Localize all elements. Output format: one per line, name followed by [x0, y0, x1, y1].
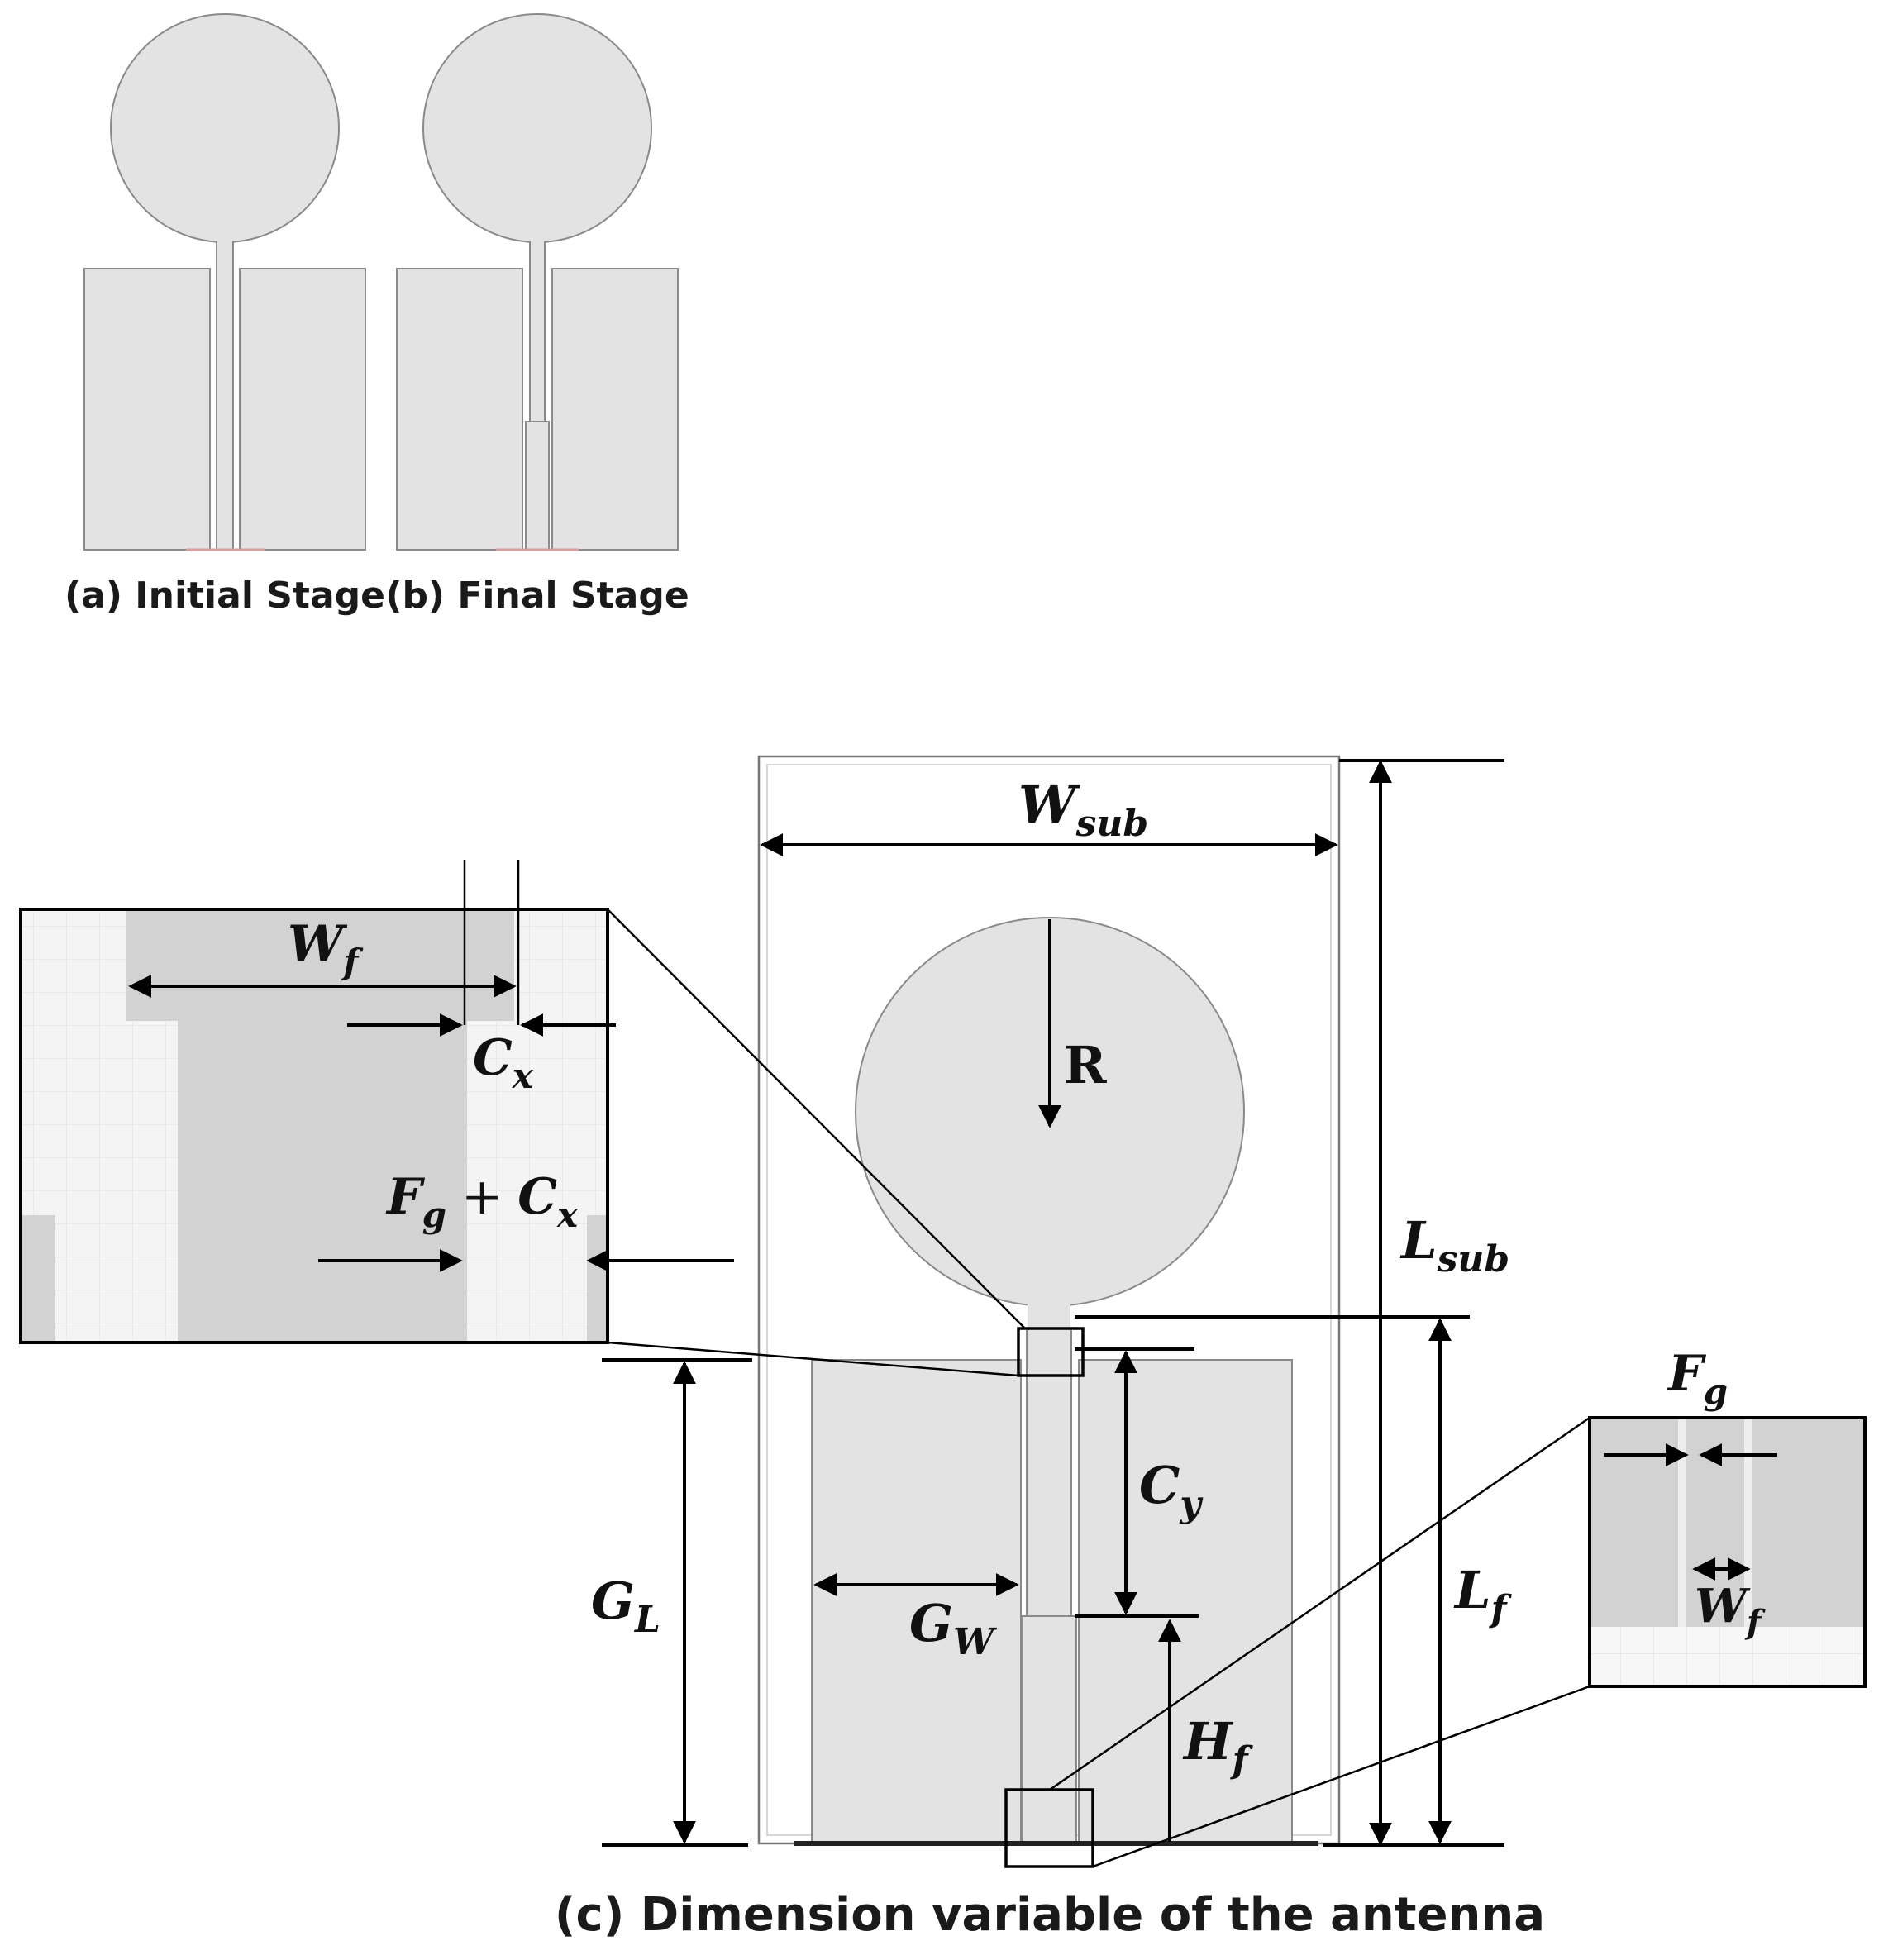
caption-final-stage: (b) Final Stage [385, 575, 689, 617]
ground-plane-right [239, 268, 366, 551]
label-zoom-f-g: Fg [1667, 1345, 1728, 1412]
zoom-marker-bottom [1004, 1788, 1094, 1868]
zoom-inset-right [1588, 1416, 1867, 1688]
ground-plane-right [551, 268, 679, 551]
label-l-f: Lf [1453, 1560, 1513, 1630]
feed-line-upper [1026, 1330, 1072, 1617]
label-r: R [1064, 1035, 1107, 1095]
zoom-marker-top [1017, 1327, 1085, 1377]
zoom-inset-left [19, 908, 609, 1344]
feed-line-lower [525, 421, 550, 551]
caption-dimension-variable: (c) Dimension variable of the antenna [555, 1888, 1545, 1942]
ground-plane-left [83, 268, 211, 551]
label-c-y: Cy [1139, 1455, 1204, 1525]
ground-plane-left [396, 268, 523, 551]
caption-initial-stage: (a) Initial Stage [64, 575, 385, 617]
ground-plane-left [811, 1359, 1022, 1844]
feed-line [216, 231, 234, 551]
label-zoom-c-x: Cx [473, 1029, 534, 1096]
radiating-patch [110, 13, 340, 243]
feed-line-upper [529, 231, 546, 422]
final-stage-antenna [396, 13, 679, 551]
initial-stage-antenna [83, 13, 366, 551]
label-l-sub: Lsub [1399, 1210, 1509, 1280]
label-zoom-fg-plus-cx: Fg+Cx [385, 1168, 579, 1235]
feed-line-lower [1021, 1615, 1077, 1844]
label-g-w: GW [909, 1593, 998, 1663]
radiating-patch [422, 13, 652, 243]
label-w-sub: Wsub [1018, 775, 1148, 845]
label-g-l: GL [591, 1571, 660, 1641]
